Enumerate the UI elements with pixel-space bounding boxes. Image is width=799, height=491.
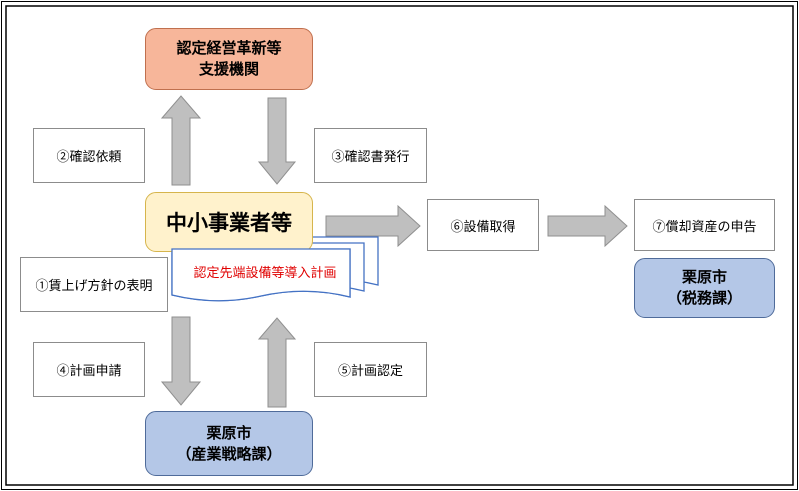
kurihara-tax-line2: （税務課） [666, 289, 742, 307]
kurihara-industry-line1: 栗原市 [206, 423, 252, 442]
step1-label: ①賃上げ方針の表明 [20, 257, 168, 312]
support-organization-line1: 認定経営革新等 [176, 39, 282, 57]
kurihara-industry-line2: （産業戦略課） [176, 444, 282, 463]
step2-label: ②確認依頼 [33, 128, 145, 183]
kurihara-tax-line1: 栗原市 [681, 268, 727, 286]
arrow-plan-approval [257, 317, 297, 408]
arrow-confirm-issue [257, 97, 297, 185]
step5-label: ⑤計画認定 [314, 342, 427, 397]
step7-label: ⑦償却資産の申告 [634, 199, 775, 251]
arrow-confirm-request [160, 95, 202, 186]
arrow-asset-declaration [547, 204, 628, 248]
kurihara-industry-node: 栗原市 （産業戦略課） [145, 411, 313, 476]
arrow-plan-application [160, 316, 202, 406]
support-organization-line2: 支援機関 [198, 60, 259, 78]
step4-label: ④計画申請 [33, 342, 145, 397]
support-organization-node: 認定経営革新等 支援機関 [145, 28, 313, 90]
sme-node: 中小事業者等 [145, 192, 313, 252]
step3-label: ③確認書発行 [314, 128, 427, 183]
inner-frame [5, 5, 794, 486]
arrow-equipment-acquisition [325, 204, 421, 248]
plan-document-label: 認定先端設備等導入計画 [193, 266, 337, 281]
step6-label: ⑥設備取得 [427, 199, 539, 251]
kurihara-tax-node: 栗原市 （税務課） [634, 258, 775, 318]
